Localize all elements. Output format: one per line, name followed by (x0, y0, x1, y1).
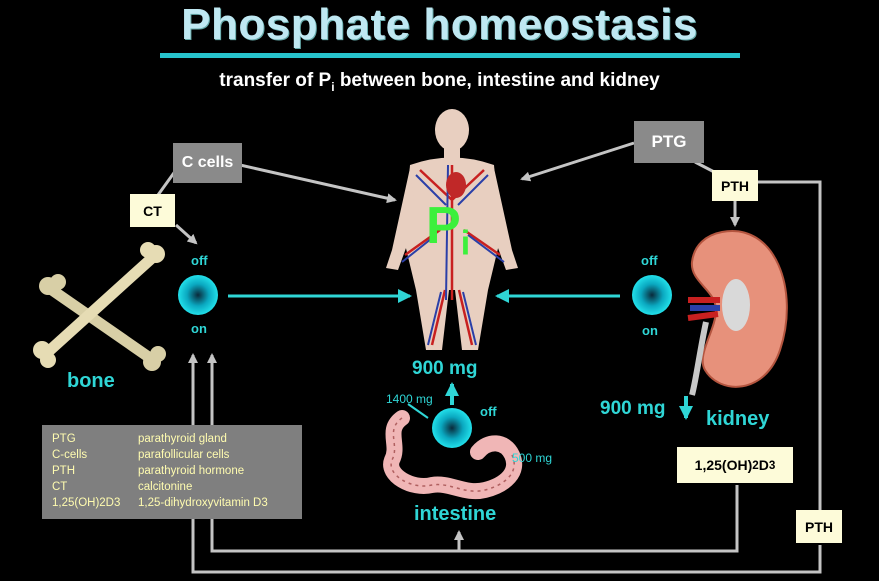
vitd-prefix: 1,25(OH) (694, 457, 753, 473)
intestine-switch (432, 408, 472, 448)
pth-loop-line (758, 180, 822, 510)
ptg-box: PTG (634, 121, 704, 163)
intake-arrow (407, 403, 429, 419)
bone-switch (178, 275, 218, 315)
intestine-label: intestine (414, 503, 497, 525)
bone-switch-off-label: off (191, 253, 208, 268)
legend-abbr: CT (52, 481, 68, 493)
subtitle-suffix: between bone, intestine and kidney (334, 70, 660, 91)
legend-box: PTG parathyroid gland C-cells parafollicul… (42, 425, 302, 519)
subtitle-subscript: i (331, 79, 335, 94)
excreted-amount: 900 mg (600, 398, 666, 419)
bone-switch-on-label: on (191, 321, 207, 336)
kidney-illustration (687, 230, 788, 396)
intake-amount: 1400 mg (386, 392, 433, 406)
kidney-switch (632, 275, 672, 315)
fecal-amount: 500 mg (512, 451, 553, 465)
page-title: Phosphate homeostasis (181, 0, 698, 49)
legend-abbr: C-cells (52, 449, 88, 461)
absorbed-amount: 900 mg (412, 358, 478, 379)
pth-box-bottom: PTH (796, 510, 842, 543)
ct-to-bone-switch-arrow (174, 223, 198, 245)
legend-meaning: calcitonine (138, 481, 193, 493)
vitd-sub1: 2 (752, 458, 759, 472)
legend-abbr: PTH (52, 465, 75, 477)
legend-meaning: parafollicular cells (138, 449, 230, 461)
legend-meaning: parathyroid hormone (138, 465, 245, 477)
kidney-switch-off-label: off (641, 253, 658, 268)
bone-label: bone (67, 370, 115, 392)
pi-main: P (426, 197, 461, 255)
pi-label: Pi (426, 200, 470, 260)
legend-meaning: 1,25-dihydroxyvitamin D3 (138, 497, 268, 509)
c-cells-box: C cells (173, 143, 242, 183)
intestine-switch-off-label: off (480, 404, 497, 419)
kidney-switch-on-label: on (642, 323, 658, 338)
ptg-to-body-arrow (520, 141, 635, 182)
subtitle-prefix: transfer of P (219, 70, 332, 91)
pth-box-top: PTH (712, 170, 758, 201)
legend-abbr: PTG (52, 433, 76, 445)
kidney-label: kidney (706, 408, 770, 430)
vitd-mid: D (758, 457, 769, 473)
title-underline (160, 53, 740, 58)
page-subtitle: transfer of Pi between bone, intestine a… (0, 70, 879, 94)
intestine-illustration (383, 410, 522, 500)
vitd-sub2: 3 (768, 458, 776, 472)
legend-meaning: parathyroid gland (138, 433, 227, 445)
pi-sub: i (460, 224, 471, 263)
c-cells-to-body-arrow (239, 163, 397, 204)
body-illustration (386, 109, 518, 350)
ct-box: CT (130, 194, 175, 227)
bone-illustration (33, 242, 166, 371)
legend-abbr: 1,25(OH)2D3 (52, 497, 121, 509)
